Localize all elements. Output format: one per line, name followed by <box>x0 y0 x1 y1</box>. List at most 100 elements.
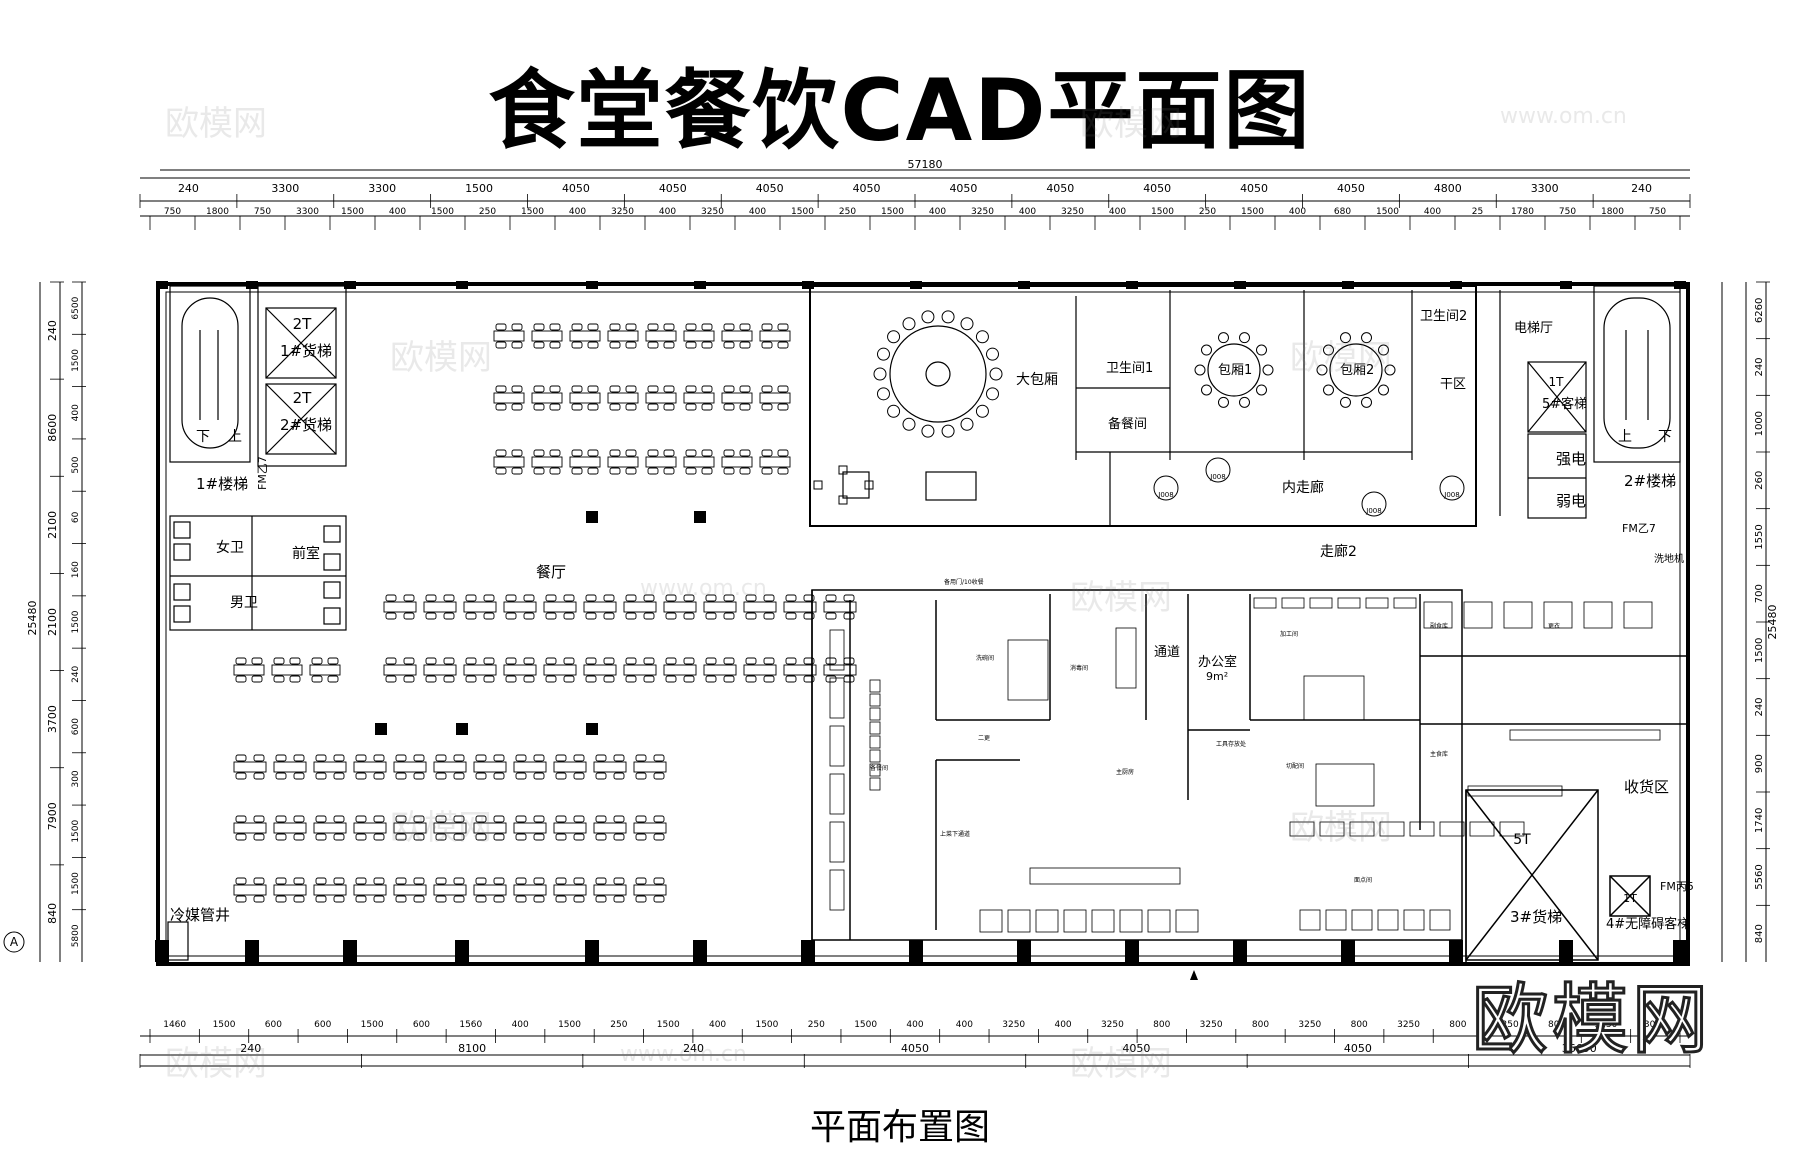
chair <box>595 877 607 885</box>
chair <box>941 424 955 438</box>
chair <box>843 612 855 620</box>
equipment <box>1463 601 1493 629</box>
chair <box>625 323 637 331</box>
equipment <box>869 777 881 791</box>
chair <box>1256 344 1268 356</box>
left-core <box>167 285 347 961</box>
kitchen-walls <box>811 589 1688 964</box>
chair <box>975 330 989 344</box>
chair <box>739 323 751 331</box>
chair <box>609 467 621 475</box>
dining-table <box>393 884 427 896</box>
bottom-dim-label: 3250 <box>1397 1020 1420 1030</box>
chair <box>515 815 527 823</box>
chair <box>533 385 545 393</box>
dining-table <box>433 884 467 896</box>
chair <box>585 675 597 683</box>
chair <box>443 657 455 665</box>
top-dim-label: 1500 <box>1151 207 1174 217</box>
chair <box>777 467 789 475</box>
dining-table <box>569 392 601 404</box>
chair <box>315 815 327 823</box>
dining-table <box>383 664 417 676</box>
chair <box>523 594 535 602</box>
chair <box>573 772 585 780</box>
chair <box>395 895 407 903</box>
chair <box>571 385 583 393</box>
chair <box>975 404 989 418</box>
chair <box>549 467 561 475</box>
dining-tables <box>233 323 857 903</box>
tag-c: J008 <box>1365 507 1381 515</box>
dining-table <box>393 822 427 834</box>
top-dim-label: 1500 <box>465 182 493 195</box>
dining-table <box>553 761 587 773</box>
dining-table <box>553 884 587 896</box>
chair <box>573 877 585 885</box>
chair <box>235 754 247 762</box>
axis-bubble <box>3 931 25 953</box>
right-total-dim: 25480 <box>1766 605 1779 640</box>
column <box>455 940 469 962</box>
drawing-caption: 平面布置图 <box>809 1107 990 1148</box>
top-dim-label: 4050 <box>1240 182 1268 195</box>
left-dim-row2: 6500150040050060160150024060030015001500… <box>71 281 86 947</box>
dining-table <box>633 761 667 773</box>
top-dim-label: 400 <box>929 207 946 217</box>
dining-table <box>353 761 387 773</box>
women-wc: 女卫 <box>216 539 244 556</box>
top-dim-label: 3300 <box>368 182 396 195</box>
column <box>343 940 357 962</box>
chair <box>785 594 797 602</box>
chair <box>533 467 545 475</box>
top-dim-label: 3250 <box>1061 207 1084 217</box>
stove <box>1091 909 1115 933</box>
chair <box>395 772 407 780</box>
chair <box>563 675 575 683</box>
tag-b: J008 <box>1443 491 1459 499</box>
chair <box>603 675 615 683</box>
chair <box>505 594 517 602</box>
chair <box>235 772 247 780</box>
chair <box>435 772 447 780</box>
chair <box>960 417 974 431</box>
wc-1: 卫生间1 <box>1106 361 1153 376</box>
chair <box>549 385 561 393</box>
chair <box>653 877 665 885</box>
big-private-room: 大包厢 <box>1016 372 1058 388</box>
top-total-dim: 57180 <box>908 158 943 171</box>
chair <box>887 404 901 418</box>
top-dim-label: 4050 <box>756 182 784 195</box>
equipment <box>1423 601 1453 629</box>
dining-table <box>593 884 627 896</box>
top-dim-label: 1500 <box>431 207 454 217</box>
section-tags <box>1153 457 1465 517</box>
dining-table <box>721 456 753 468</box>
chair <box>803 612 815 620</box>
tag-d: J008 <box>1157 491 1173 499</box>
chair <box>443 612 455 620</box>
chair <box>683 675 695 683</box>
chair <box>685 341 697 349</box>
fm-door-right: FM乙7 <box>1622 522 1656 535</box>
shelf <box>829 773 845 815</box>
bottom-dim-label: 3250 <box>1101 1020 1124 1030</box>
chair <box>395 833 407 841</box>
chair <box>511 449 523 457</box>
right-dim-label: 5560 <box>1754 864 1765 889</box>
right-dim-label: 1550 <box>1754 524 1765 549</box>
left-dim-label: 2100 <box>46 511 59 539</box>
chair <box>533 449 545 457</box>
chair <box>385 675 397 683</box>
bottom-dim-label: 3250 <box>1496 1020 1519 1030</box>
dining-table <box>607 392 639 404</box>
chair <box>587 403 599 411</box>
chair <box>1200 344 1212 356</box>
chair <box>785 675 797 683</box>
chair <box>1378 344 1390 356</box>
klabel-0: 备用门/10收餐 <box>944 578 984 586</box>
chair <box>275 833 287 841</box>
chair <box>745 594 757 602</box>
right-dim-label: 700 <box>1754 584 1765 603</box>
